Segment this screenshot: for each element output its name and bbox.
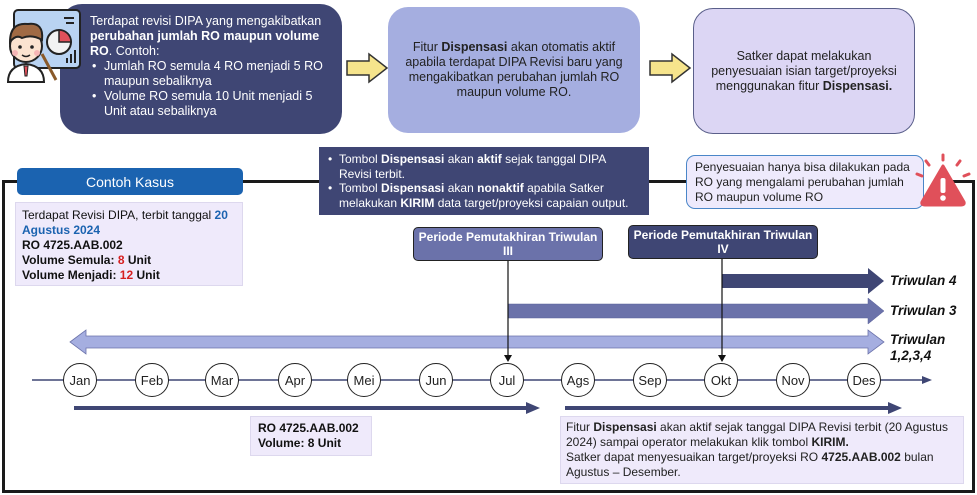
month-node-sep: Sep [633, 363, 667, 397]
flow-arrow-icon [346, 52, 389, 84]
frame-segment [952, 180, 975, 183]
frame-segment [645, 180, 687, 183]
month-node-okt: Okt [704, 363, 738, 397]
presenter-avatar-icon [6, 9, 81, 83]
triwulan-3-label: Triwulan 3 [890, 303, 957, 318]
month-node-nov: Nov [776, 363, 810, 397]
warning-note: Penyesuaian hanya bisa dilakukan pada RO… [686, 155, 924, 209]
month-node-feb: Feb [135, 363, 169, 397]
triwulan-1234-arrow [69, 329, 885, 355]
info-paragraph-1: Fitur Dispensasi akan aktif sejak tangga… [566, 420, 948, 449]
note-bullet: Tombol Dispensasi akan aktif sejak tangg… [327, 152, 641, 181]
step1-bullet: Volume RO semula 10 Unit menjadi 5 Unit … [90, 89, 328, 119]
case-details: Terdapat Revisi DIPA, terbit tanggal 20 … [15, 202, 243, 286]
month-node-mei: Mei [347, 363, 381, 397]
frame-segment [2, 180, 20, 183]
flow-step-1: Terdapat revisi DIPA yang mengakibatkan … [60, 4, 342, 134]
note-bullet: Tombol Dispensasi akan nonaktif apabila … [327, 181, 641, 210]
month-node-apr: Apr [278, 363, 312, 397]
triwulan-3-arrow [507, 297, 885, 325]
case-header: Contoh Kasus [17, 168, 243, 195]
triwulan-4-label: Triwulan 4 [890, 273, 957, 288]
case-volume-new: Volume Menjadi: 12 Unit [22, 268, 160, 282]
case-frame [2, 180, 975, 493]
case-volume-initial: Volume Semula: 8 Unit [22, 253, 152, 267]
warning-icon [915, 153, 971, 207]
month-node-jul: Jul [490, 363, 524, 397]
triwulan-1234-label-line: 1,2,3,4 [890, 348, 932, 363]
triwulan-1234-label-line: Triwulan [890, 332, 946, 347]
frame-segment [240, 180, 320, 183]
ro-before-code: RO 4725.AAB.002 [258, 421, 359, 435]
flow-step-2: Fitur Dispensasi akan otomatis aktif apa… [388, 7, 640, 133]
periode-triwulan-4: Periode Pemutakhiran Triwulan IV [628, 225, 818, 259]
month-node-jan: Jan [63, 363, 97, 397]
triwulan-1234-label: Triwulan 1,2,3,4 [890, 332, 945, 364]
button-behavior-note: Tombol Dispensasi akan aktif sejak tangg… [319, 147, 649, 215]
step1-bullets: Jumlah RO semula 4 RO menjadi 5 RO maupu… [90, 59, 328, 119]
dispensasi-info-box: Fitur Dispensasi akan aktif sejak tangga… [560, 416, 964, 484]
flow-arrow-icon [649, 52, 692, 84]
flow-step-3: Satker dapat melakukan penyesuaian isian… [693, 8, 915, 134]
month-node-ags: Ags [561, 363, 595, 397]
month-node-des: Des [847, 363, 881, 397]
triwulan-4-arrow [722, 268, 884, 294]
step3-text: Satker dapat melakukan penyesuaian isian… [711, 48, 897, 93]
step1-bullet: Jumlah RO semula 4 RO menjadi 5 RO maupu… [90, 59, 328, 89]
month-node-mar: Mar [205, 363, 239, 397]
month-node-jun: Jun [419, 363, 453, 397]
step1-intro: Terdapat revisi DIPA yang mengakibatkan … [90, 14, 322, 58]
ro-before-box: RO 4725.AAB.002 Volume: 8 Unit [250, 416, 372, 456]
step2-text: Fitur Dispensasi akan otomatis aktif apa… [405, 40, 623, 99]
periode-triwulan-3: Periode Pemutakhiran Triwulan III [413, 227, 603, 261]
case-ro: RO 4725.AAB.002 [22, 238, 123, 252]
case-date-line: Terdapat Revisi DIPA, terbit tanggal 20 … [22, 208, 228, 237]
info-paragraph-2: Satker dapat menyesuaikan target/proyeks… [566, 450, 934, 479]
ro-before-volume: Volume: 8 Unit [258, 436, 342, 450]
